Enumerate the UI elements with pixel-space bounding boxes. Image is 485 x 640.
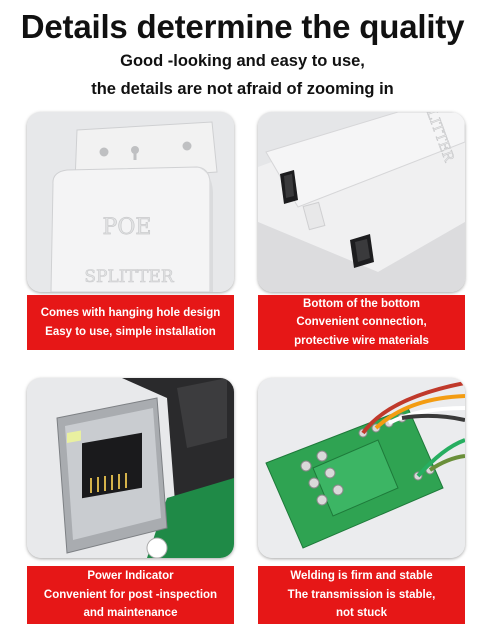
housing-bottom-illustration: LITTER: [258, 112, 465, 292]
caption-line: Power Indicator: [87, 570, 174, 583]
caption-line: Bottom of the bottom: [303, 297, 420, 310]
caption-line: Convenient for post -inspection: [43, 588, 218, 601]
caption-line: not stuck: [335, 607, 388, 620]
rj45-jack-illustration: [27, 378, 234, 558]
hanging-hole-photo: POE SPLITTER: [27, 112, 234, 292]
page-title: Details determine the quality: [20, 8, 465, 45]
caption-welding: Welding is firm and stable The transmiss…: [258, 566, 465, 624]
subtitle-line-1: Good -looking and easy to use,: [120, 52, 365, 70]
welding-photo: [258, 378, 465, 558]
caption-line: The transmission is stable,: [287, 588, 436, 601]
caption-line: Easy to use, simple installation: [45, 325, 216, 338]
caption-hanging-hole: Comes with hanging hole design Easy to u…: [27, 295, 234, 350]
caption-line: protective wire materials: [294, 334, 429, 347]
led-indicator-icon: [67, 430, 81, 443]
caption-line: Convenient connection,: [296, 316, 427, 329]
bottom-connection-photo: LITTER: [258, 112, 465, 292]
pcb-wires-illustration: [258, 378, 465, 558]
caption-power-indicator: Power Indicator Convenient for post -ins…: [27, 566, 234, 624]
power-indicator-photo: [27, 378, 234, 558]
splitter-embossed-text: SPLITTER: [84, 267, 174, 287]
caption-bottom-connection: Bottom of the bottom Convenient connecti…: [258, 295, 465, 350]
subtitle-line-2: the details are not afraid of zooming in: [91, 80, 394, 98]
caption-line: Comes with hanging hole design: [40, 307, 221, 319]
caption-line: and maintenance: [83, 607, 178, 620]
caption-line: Welding is firm and stable: [290, 570, 433, 583]
splitter-housing-illustration: POE SPLITTER: [27, 112, 234, 292]
poe-embossed-text: POE: [103, 215, 152, 240]
